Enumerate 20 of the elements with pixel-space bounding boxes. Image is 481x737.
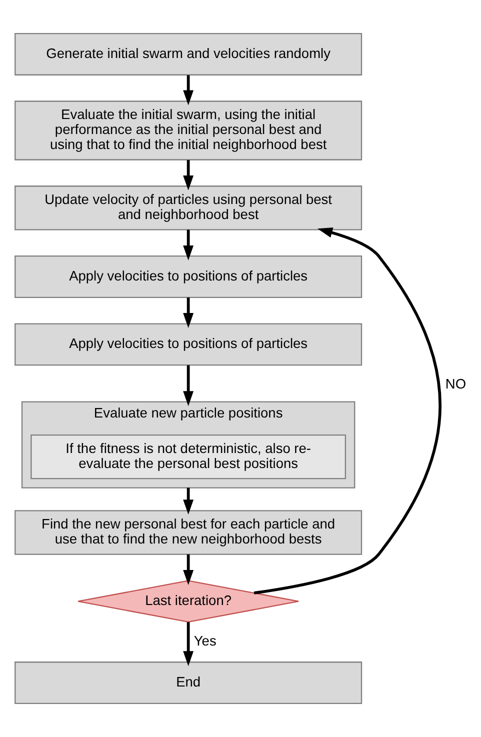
- node-box: Update velocity of particles using personal best and neighborhood best: [14, 186, 362, 230]
- arrow: [254, 227, 442, 594]
- arrow: [183, 75, 194, 106]
- node-box: Apply velocities to positions of particles: [14, 323, 362, 366]
- edge-label: NO: [445, 376, 466, 392]
- node-box: Find the new personal best for each particle and use that to find the new neighborhood bests: [14, 510, 362, 555]
- arrow: [183, 298, 194, 328]
- node-box: If the fitness is not deterministic, also re-evaluate the personal best positions: [30, 434, 346, 480]
- arrow: [183, 160, 194, 190]
- arrow: [183, 488, 194, 515]
- arrow: [183, 554, 194, 585]
- node-box: End: [14, 662, 362, 704]
- arrow: [183, 622, 194, 666]
- arrow: [183, 365, 194, 406]
- node-box: Apply velocities to positions of particles: [14, 256, 362, 298]
- edge-label: Yes: [194, 634, 216, 649]
- node-box: Evaluate the initial swarm, using the initial performance as the initial personal best and using that to find the initial neighborhood best: [14, 100, 362, 160]
- node-diamond: Last iteration?: [78, 580, 300, 623]
- arrow: [183, 230, 194, 260]
- node-box: Generate initial swarm and velocities randomly: [14, 33, 362, 76]
